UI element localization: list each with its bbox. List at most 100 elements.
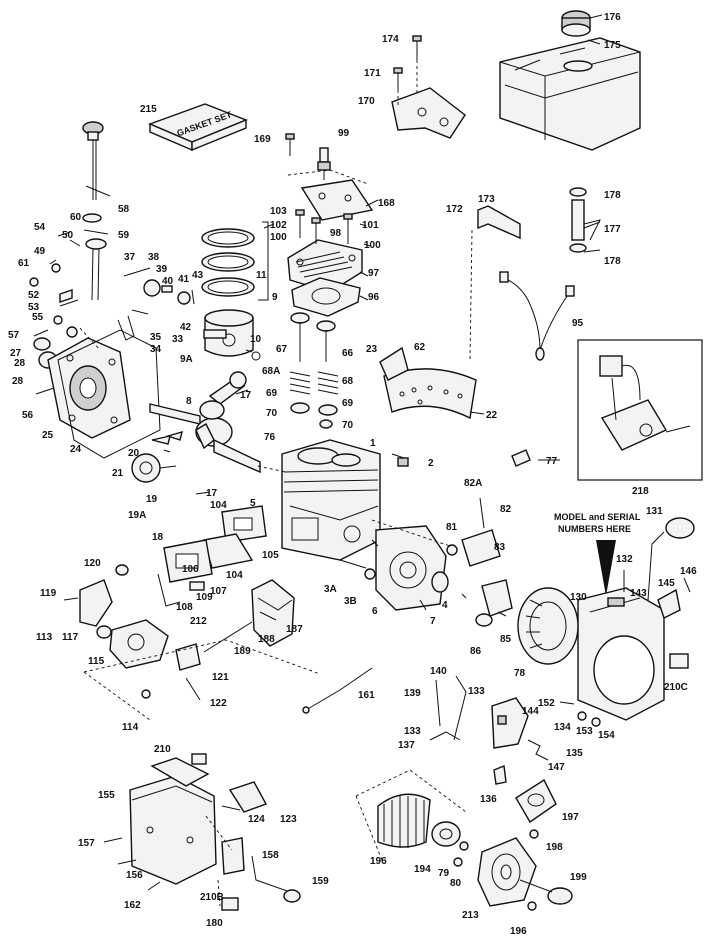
- crankshaft[interactable]: [149, 403, 261, 474]
- screw-122[interactable]: [185, 677, 201, 701]
- gasket-117[interactable]: [96, 625, 112, 639]
- screw-169[interactable]: [285, 133, 295, 156]
- spring-135[interactable]: [527, 739, 549, 761]
- starter-rope[interactable]: [519, 879, 553, 893]
- nut-114[interactable]: [141, 689, 151, 699]
- air-filter[interactable]: [251, 579, 295, 647]
- rod-158[interactable]: [251, 855, 291, 893]
- cover-screw[interactable]: [35, 387, 55, 395]
- callout-21: 21: [112, 468, 124, 479]
- valve-67[interactable]: [290, 312, 310, 362]
- bracket-172[interactable]: [477, 205, 521, 240]
- throttle-link[interactable]: [302, 667, 373, 714]
- bolt-3A[interactable]: [339, 559, 367, 569]
- piston-pin[interactable]: [203, 329, 227, 339]
- rewind-starter[interactable]: [477, 837, 537, 907]
- screw-157[interactable]: [103, 837, 123, 843]
- head-shield-plate[interactable]: [300, 179, 374, 221]
- clip-77[interactable]: [511, 449, 531, 467]
- ignition-coil[interactable]: [446, 497, 501, 567]
- screw-124[interactable]: [221, 805, 241, 811]
- wire-harness[interactable]: [499, 271, 575, 361]
- starter-nut-196[interactable]: [527, 901, 537, 911]
- starter-handle-199[interactable]: [547, 887, 573, 905]
- control-bracket[interactable]: [491, 697, 529, 749]
- piston[interactable]: [204, 309, 254, 357]
- fuel-shutoff[interactable]: [569, 187, 587, 253]
- control-rod-139[interactable]: [435, 679, 441, 727]
- screw-162[interactable]: [147, 881, 161, 891]
- fuel-fitting-120[interactable]: [115, 564, 129, 576]
- head-gasket[interactable]: [291, 277, 361, 317]
- screw-156[interactable]: [117, 859, 137, 865]
- cylinder-head[interactable]: [287, 239, 363, 293]
- spark-plug[interactable]: [317, 147, 331, 180]
- bracket-123[interactable]: [228, 781, 268, 813]
- reed-plate[interactable]: [163, 539, 213, 583]
- screws-152-154[interactable]: [559, 701, 601, 727]
- dipstick-oring[interactable]: [82, 213, 102, 223]
- valve-tappets[interactable]: [151, 430, 183, 445]
- governor-gear[interactable]: [123, 267, 195, 305]
- screw-174[interactable]: [412, 35, 422, 60]
- valve-66[interactable]: [316, 320, 336, 362]
- flywheel[interactable]: [517, 587, 579, 665]
- blower-housing-back[interactable]: [375, 525, 447, 611]
- intake-gasket[interactable]: [221, 505, 267, 543]
- grommet-159[interactable]: [283, 889, 301, 903]
- tank-bracket[interactable]: [391, 87, 466, 139]
- callout-95: 95: [572, 318, 584, 329]
- armature-85[interactable]: [475, 579, 513, 627]
- spacer-109[interactable]: [189, 581, 205, 591]
- callout-66: 66: [342, 348, 354, 359]
- callout-137: 137: [398, 740, 415, 751]
- breather-cover[interactable]: [383, 368, 477, 420]
- fuel-tank[interactable]: [499, 37, 641, 151]
- cam-gear[interactable]: [131, 453, 177, 483]
- fuel-cap[interactable]: [561, 10, 593, 72]
- carb-elbow[interactable]: [79, 579, 113, 627]
- starter-handle-bracket[interactable]: [515, 778, 557, 824]
- spring-137[interactable]: [429, 731, 461, 741]
- gasket-set-box: GASKET SET: [148, 103, 248, 152]
- filter-bolt[interactable]: [203, 621, 253, 653]
- bushing-4[interactable]: [431, 571, 449, 593]
- fuel-pump-131[interactable]: [647, 517, 695, 601]
- screw-198[interactable]: [529, 829, 539, 839]
- callout-55: 55: [32, 312, 44, 323]
- screw-171[interactable]: [393, 67, 403, 90]
- choke-rod[interactable]: [157, 573, 181, 607]
- callout-218: 218: [632, 486, 649, 497]
- dipstick-tube[interactable]: [85, 238, 107, 301]
- bowl-121[interactable]: [175, 643, 201, 671]
- starter-pulley[interactable]: [431, 821, 461, 847]
- breather-bracket[interactable]: [379, 346, 409, 381]
- washer-80[interactable]: [453, 857, 463, 867]
- piston-rings[interactable]: [201, 228, 255, 297]
- clip-136[interactable]: [493, 765, 507, 785]
- head-bolts[interactable]: [295, 209, 353, 244]
- washer-3B[interactable]: [364, 568, 376, 580]
- washer-79[interactable]: [459, 841, 469, 851]
- air-guide-210[interactable]: [150, 753, 210, 787]
- screw-146[interactable]: [683, 577, 691, 593]
- callout-199: 199: [570, 872, 587, 883]
- callout-194: 194: [414, 864, 431, 875]
- screw-119[interactable]: [63, 597, 79, 601]
- valve-springs[interactable]: [289, 371, 339, 429]
- crankcase-gasket[interactable]: [57, 329, 161, 459]
- control-rod-140[interactable]: [453, 675, 467, 741]
- cylinder-shroud[interactable]: [129, 775, 217, 885]
- callout-104: 104: [210, 500, 227, 511]
- screw-7[interactable]: [419, 599, 427, 611]
- connecting-rod[interactable]: [199, 371, 247, 420]
- governor-linkage[interactable]: [29, 231, 79, 338]
- model-note-line1: MODEL and SERIAL: [554, 512, 641, 522]
- pin-clip[interactable]: [251, 351, 261, 361]
- carburetor[interactable]: [109, 619, 169, 669]
- governor-lever[interactable]: [117, 309, 149, 341]
- bracket-145[interactable]: [657, 588, 681, 619]
- blower-housing[interactable]: [577, 587, 665, 721]
- starter-screen[interactable]: [377, 793, 431, 848]
